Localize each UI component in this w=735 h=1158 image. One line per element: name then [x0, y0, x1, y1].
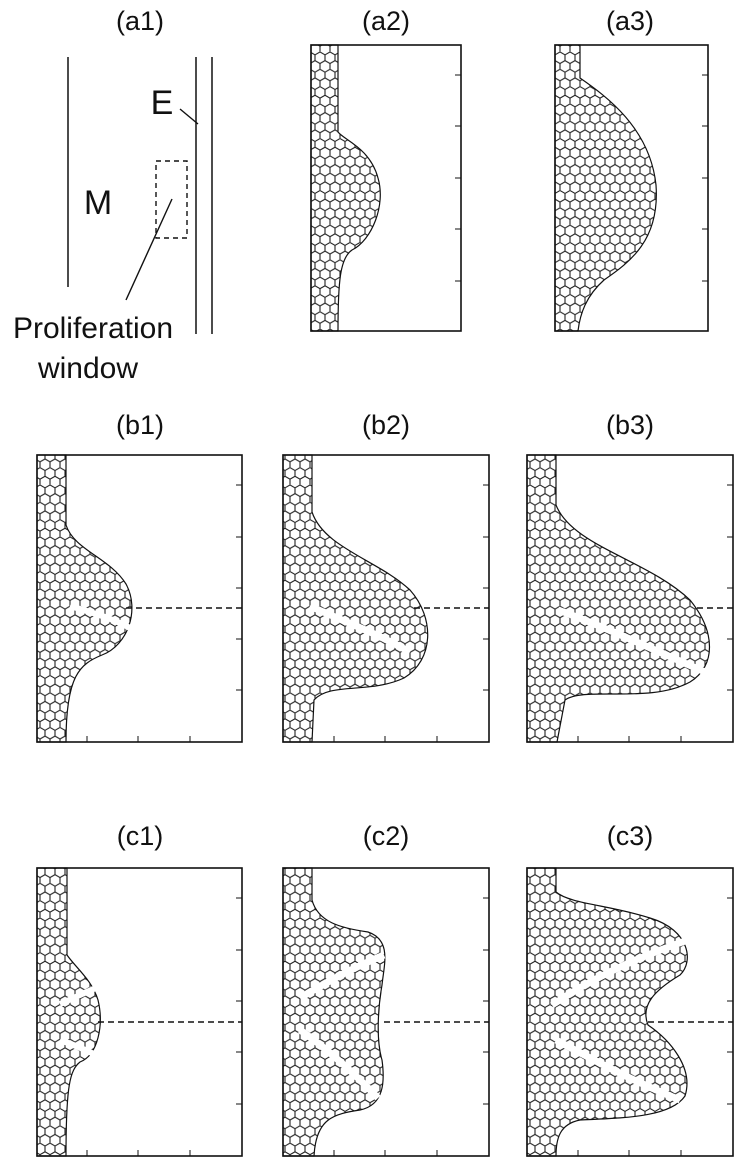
axis-ticks: [577, 897, 733, 1156]
axis-ticks: [455, 74, 461, 282]
tissue-region: [526, 454, 710, 743]
axis-ticks: [333, 484, 489, 742]
proliferation-caption-line2: window: [37, 352, 138, 385]
panel-label-c3: (c3): [607, 821, 654, 851]
cleft-line: [298, 951, 386, 1002]
epithelium-pointer: [179, 108, 199, 125]
tissue-region: [282, 867, 386, 1157]
cleft-line: [556, 606, 707, 676]
tissue-region: [310, 44, 381, 332]
tissue-region: [554, 44, 657, 332]
plot-frame: [282, 454, 490, 743]
simulation-panel-a2: (a2): [310, 6, 462, 332]
simulation-panel-c3: (c3): [526, 821, 734, 1157]
panel-label-b3: (b3): [606, 410, 654, 440]
plot-frame: [526, 867, 734, 1157]
plot-frame: [36, 454, 243, 743]
schematic-panel-a1: (a1) M E Proliferation window: [13, 6, 213, 385]
proliferation-caption-line1: Proliferation: [13, 312, 173, 345]
panel-label-c1: (c1): [117, 821, 164, 851]
cleft-line: [554, 1036, 682, 1104]
panel-label-a3: (a3): [606, 6, 654, 36]
cleft-line: [58, 985, 98, 1007]
simulation-panel-c1: (c1): [36, 821, 243, 1157]
tissue-region: [526, 867, 688, 1157]
tissue-region: [282, 454, 429, 743]
plot-frame: [310, 44, 462, 332]
tissue-region: [36, 454, 133, 743]
simulation-panel-a3: (a3): [554, 6, 709, 332]
proliferation-window-pointer: [125, 198, 173, 301]
plot-frame: [36, 867, 243, 1157]
cleft-line: [298, 1027, 381, 1101]
tissue-region: [36, 867, 101, 1157]
cleft-line: [58, 1037, 98, 1058]
axis-ticks: [702, 74, 708, 282]
axis-ticks: [86, 897, 242, 1156]
plot-frame: [554, 44, 709, 332]
cleft-line: [69, 603, 132, 631]
epithelium-label: E: [151, 84, 174, 122]
simulation-panel-b2: (b2): [282, 410, 490, 743]
panel-label-b1: (b1): [116, 410, 164, 440]
plot-frame: [526, 454, 734, 743]
panel-label-b2: (b2): [362, 410, 410, 440]
axis-ticks: [333, 897, 489, 1156]
axis-ticks: [577, 484, 733, 742]
plot-frame: [282, 867, 490, 1157]
cleft-line: [308, 602, 412, 656]
panel-label-a2: (a2): [362, 6, 410, 36]
panel-label-a1: (a1): [116, 6, 164, 36]
axis-ticks: [86, 484, 242, 742]
mesenchyme-label: M: [84, 184, 112, 222]
cleft-line: [550, 936, 690, 1008]
simulation-panel-b1: (b1): [36, 410, 243, 743]
simulation-panel-c2: (c2): [282, 821, 490, 1157]
panel-label-c2: (c2): [363, 821, 410, 851]
simulation-panel-b3: (b3): [526, 410, 734, 743]
